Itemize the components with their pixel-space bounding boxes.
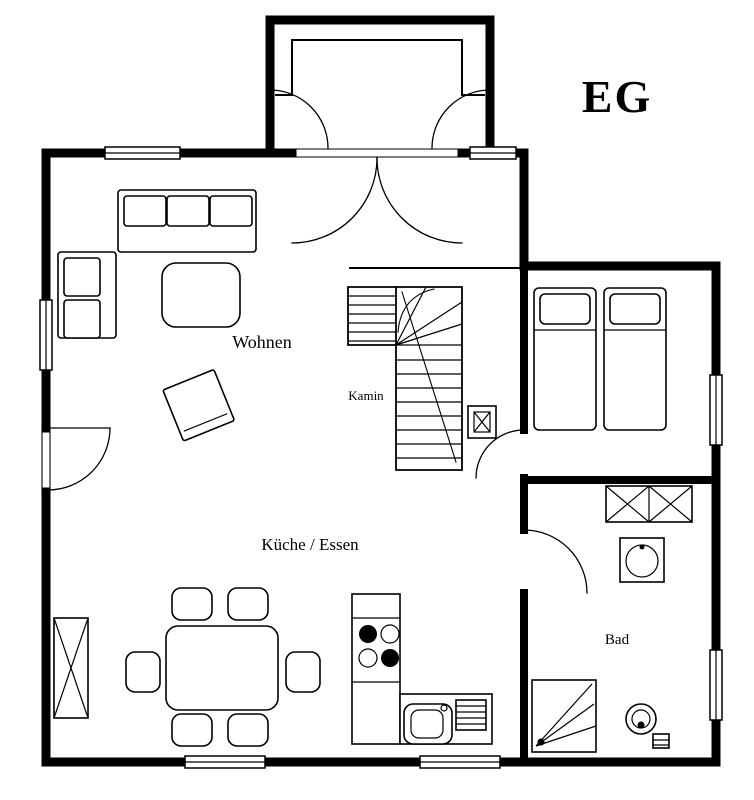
- room-label-kitchen-dining: Küche / Essen: [261, 535, 359, 554]
- labels: EG Wohnen Kamin Küche / Essen Bad: [232, 71, 652, 648]
- fireplace-label: Kamin: [348, 388, 384, 403]
- outer-walls: [41, 148, 721, 767]
- armchair-rotated: [162, 369, 235, 442]
- staircase: [347, 286, 463, 471]
- dining-table: [165, 625, 279, 711]
- terrace-door-arc: [47, 427, 111, 491]
- coffee-table: [161, 262, 241, 328]
- room-label-living: Wohnen: [232, 332, 292, 352]
- window-bottom-left: [184, 755, 266, 769]
- toilet: [625, 703, 670, 749]
- entry-door-arc-outer-right: [431, 89, 491, 149]
- sofa-small: [57, 251, 117, 339]
- entry-door-arc-inner-right: [376, 157, 463, 244]
- interior-walls: [349, 262, 720, 766]
- window-left: [39, 299, 53, 371]
- entry-door-arc-outer-left: [269, 89, 329, 149]
- floor-title: EG: [582, 71, 652, 122]
- entry-door-arc-inner-left: [291, 157, 378, 244]
- window-bottom-center: [419, 755, 501, 769]
- cupboard: [53, 617, 89, 719]
- room-label-bath: Bad: [605, 632, 630, 648]
- window-right-bedroom: [709, 374, 723, 446]
- sofa-large: [117, 189, 257, 253]
- fireplace: [467, 405, 497, 439]
- window-right-bath: [709, 649, 723, 721]
- bed-right: [603, 287, 667, 431]
- entrance-vestibule: [265, 15, 495, 158]
- bath-door-arc: [523, 529, 588, 594]
- windows: [39, 146, 723, 769]
- window-top-left: [104, 146, 181, 160]
- bed-left: [533, 287, 597, 431]
- window-top-right: [469, 146, 517, 160]
- sink: [403, 699, 487, 745]
- bedroom-door-arc: [475, 429, 525, 479]
- entry-door-swings: [269, 89, 491, 244]
- washbasin: [619, 537, 665, 583]
- stove: [358, 624, 400, 668]
- dining-chairs: [125, 587, 321, 747]
- shower: [531, 679, 597, 753]
- interior-door-swings: [41, 427, 588, 594]
- bath-cabinet: [605, 485, 693, 523]
